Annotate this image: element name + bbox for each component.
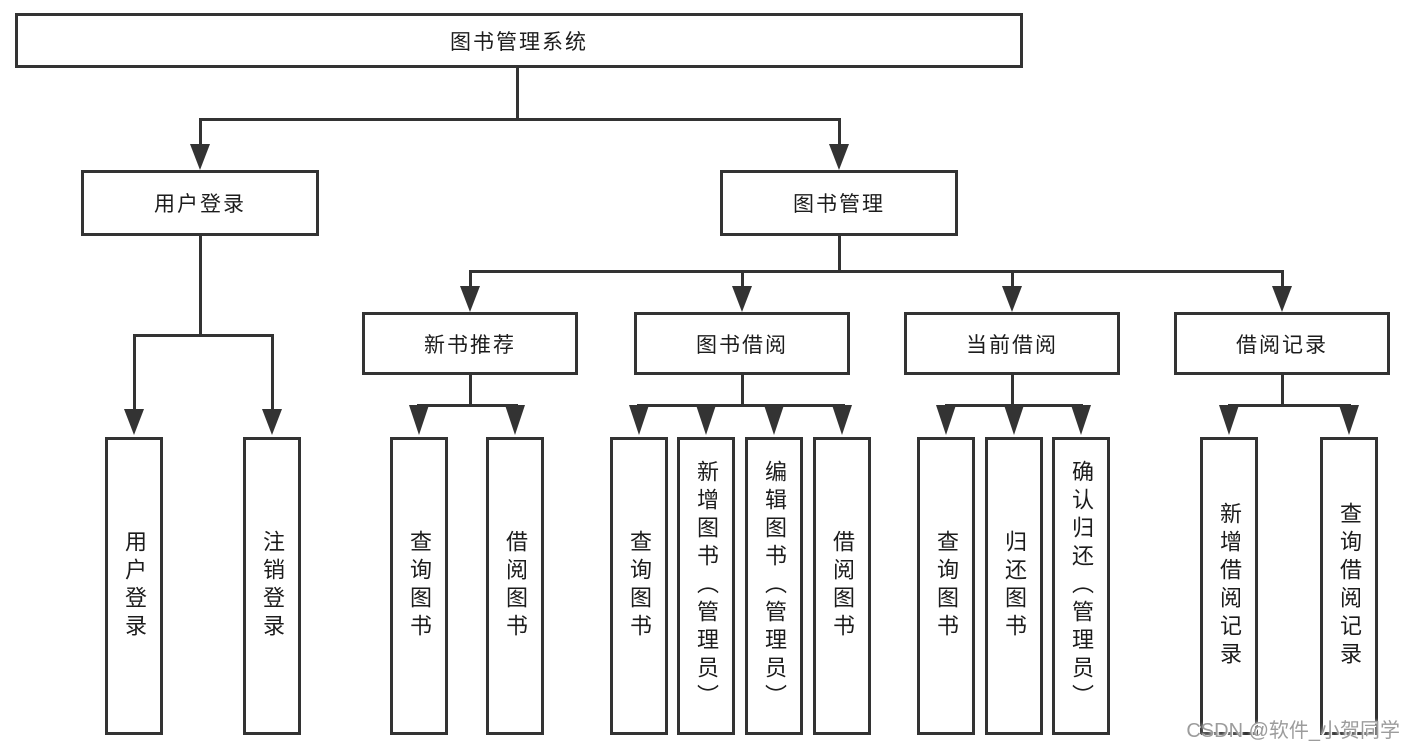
arrow-to-book-borrowing [732,286,752,312]
connector-drop-user-login [199,118,202,146]
connector-book-borrowing-hline [637,404,845,407]
connector-new-book-recommend-hline [417,404,518,407]
leaf-query-borrow-record: 查询借阅记录 [1320,437,1378,735]
connector-drop-leaf-logout [271,334,274,411]
arrow-to-leaf-add-book-admin [696,405,716,435]
arrow-to-user-login [190,144,210,170]
connector-borrowing-records-hline [1228,404,1351,407]
leaf-logout-label: 注销登录 [260,530,285,642]
connector-book-borrowing-stem [741,375,744,406]
node-current-borrowing-label: 当前借阅 [966,333,1058,357]
leaf-query-books-current-label: 查询图书 [934,530,959,642]
node-book-management-label: 图书管理 [793,193,885,216]
connector-user-login-stem [199,236,202,336]
leaf-return-books-label: 归还图书 [1002,530,1027,642]
arrow-to-leaf-user-login [124,409,144,435]
leaf-query-books-current: 查询图书 [917,437,975,735]
connector-book-management-stem [838,236,841,272]
connector-drop-book-management [838,118,841,146]
leaf-query-books-borrowing: 查询图书 [610,437,668,735]
node-book-borrowing-label: 图书借阅 [696,333,788,357]
node-current-borrowing: 当前借阅 [904,312,1120,375]
leaf-query-books-recommend-label: 查询图书 [407,530,432,642]
arrow-to-new-book-recommend [460,286,480,312]
leaf-return-books: 归还图书 [985,437,1043,735]
leaf-confirm-return-admin: 确认归还（管理员） [1052,437,1110,735]
leaf-query-books-recommend: 查询图书 [390,437,448,735]
arrow-to-leaf-query-books-current [936,405,956,435]
connector-new-book-recommend-stem [469,375,472,406]
leaf-user-login-label: 用户登录 [122,530,147,642]
connector-drop-book-borrowing [741,270,744,288]
arrow-to-leaf-query-books-borrowing [629,405,649,435]
node-root: 图书管理系统 [15,13,1023,68]
leaf-add-borrow-record: 新增借阅记录 [1200,437,1258,735]
arrow-to-book-management [829,144,849,170]
connector-drop-leaf-user-login [133,334,136,411]
leaf-logout: 注销登录 [243,437,301,735]
node-book-borrowing: 图书借阅 [634,312,850,375]
arrow-to-leaf-add-borrow-record [1219,405,1239,435]
arrow-to-leaf-edit-book-admin [764,405,784,435]
connector-drop-current-borrowing [1011,270,1014,288]
leaf-borrow-books-borrowing: 借阅图书 [813,437,871,735]
node-borrowing-records-label: 借阅记录 [1236,333,1328,357]
arrow-to-leaf-return-books [1004,405,1024,435]
node-borrowing-records: 借阅记录 [1174,312,1390,375]
arrow-to-leaf-borrow-books-recommend [505,405,525,435]
leaf-add-book-admin-label: 新增图书（管理员） [694,460,719,712]
connector-borrowing-records-stem [1281,375,1284,406]
leaf-edit-book-admin-label: 编辑图书（管理员） [762,460,787,712]
leaf-query-books-borrowing-label: 查询图书 [627,530,652,642]
arrow-to-current-borrowing [1002,286,1022,312]
arrow-to-leaf-logout [262,409,282,435]
arrow-to-leaf-query-borrow-record [1339,405,1359,435]
leaf-confirm-return-admin-label: 确认归还（管理员） [1069,460,1094,712]
connector-drop-borrowing-records [1281,270,1284,288]
leaf-borrow-books-borrowing-label: 借阅图书 [830,530,855,642]
connector-current-borrowing-stem [1011,375,1014,406]
node-new-book-recommend: 新书推荐 [362,312,578,375]
node-user-login: 用户登录 [81,170,319,236]
csdn-watermark: CSDN @软件_小贺同学 [1186,720,1400,742]
connector-drop-new-book-recommend [469,270,472,288]
node-new-book-recommend-label: 新书推荐 [424,333,516,357]
leaf-borrow-books-recommend-label: 借阅图书 [503,530,528,642]
leaf-borrow-books-recommend: 借阅图书 [486,437,544,735]
arrow-to-leaf-query-books-recommend [409,405,429,435]
node-user-login-label: 用户登录 [154,193,246,216]
connector-book-management-hline [469,270,1283,273]
leaf-add-borrow-record-label: 新增借阅记录 [1217,502,1242,670]
node-book-management: 图书管理 [720,170,958,236]
leaf-user-login: 用户登录 [105,437,163,735]
arrow-to-leaf-confirm-return-admin [1071,405,1091,435]
leaf-query-borrow-record-label: 查询借阅记录 [1337,502,1362,670]
leaf-edit-book-admin: 编辑图书（管理员） [745,437,803,735]
arrow-to-borrowing-records [1272,286,1292,312]
arrow-to-leaf-borrow-books-borrowing [832,405,852,435]
connector-user-login-hline [133,334,274,337]
connector-root-hline [199,118,841,121]
node-root-label: 图书管理系统 [450,30,588,54]
connector-root-stem [516,68,519,120]
leaf-add-book-admin: 新增图书（管理员） [677,437,735,735]
